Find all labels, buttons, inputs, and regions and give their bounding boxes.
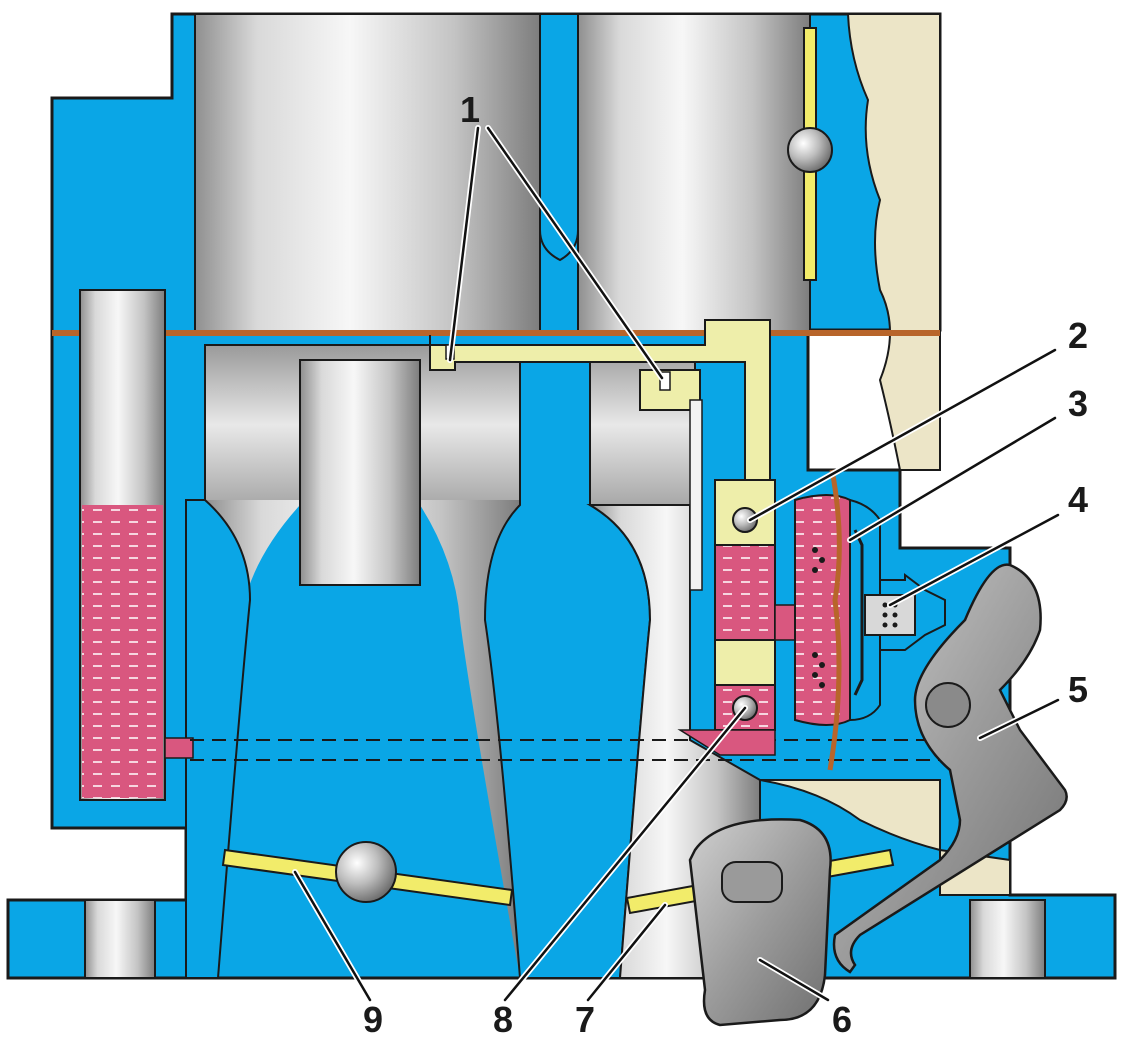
pump-diaphragm bbox=[827, 469, 842, 771]
pump-vertical-channel bbox=[689, 399, 703, 591]
pump-drive-lever bbox=[832, 563, 1068, 974]
callout-1: 1 bbox=[460, 89, 480, 130]
callout-9: 9 bbox=[363, 999, 383, 1040]
pump-pusher bbox=[864, 594, 916, 636]
throttle-cam-slot bbox=[721, 861, 783, 903]
throttle-cam bbox=[688, 818, 832, 1027]
pump-lever-pivot bbox=[925, 682, 971, 728]
callout-4: 4 bbox=[1068, 479, 1088, 520]
pump-fuel-cavity bbox=[714, 544, 776, 641]
fuel-inlet-to-pump bbox=[677, 729, 776, 756]
bore-divider-upper bbox=[539, 13, 579, 262]
base-flange-left bbox=[84, 899, 156, 979]
leader-lines bbox=[292, 125, 1061, 1003]
cutaway-section-top bbox=[846, 13, 941, 471]
base-flange-right bbox=[969, 899, 1046, 979]
fuel-passage-from-float bbox=[164, 737, 194, 759]
callout-8: 8 bbox=[493, 999, 513, 1040]
pump-lower-yellow bbox=[714, 639, 776, 686]
choke-valve-axle bbox=[787, 127, 833, 173]
small-venturi bbox=[299, 359, 421, 586]
pump-nozzle-tip bbox=[659, 371, 671, 391]
secondary-air-bore-upper bbox=[577, 13, 811, 335]
callout-6: 6 bbox=[832, 999, 852, 1040]
primary-air-bore-upper bbox=[194, 13, 541, 335]
callout-labels: 1 2 3 4 5 6 7 8 9 bbox=[363, 89, 1088, 1040]
discharge-check-ball bbox=[732, 507, 758, 533]
float-chamber-fuel bbox=[82, 505, 163, 798]
callout-3: 3 bbox=[1068, 383, 1088, 424]
callout-5: 5 bbox=[1068, 669, 1088, 710]
pump-chamber bbox=[794, 494, 851, 726]
primary-throttle-axle bbox=[335, 841, 397, 903]
callout-7: 7 bbox=[575, 999, 595, 1040]
pump-return-spring bbox=[812, 547, 825, 688]
callout-2: 2 bbox=[1068, 315, 1088, 356]
